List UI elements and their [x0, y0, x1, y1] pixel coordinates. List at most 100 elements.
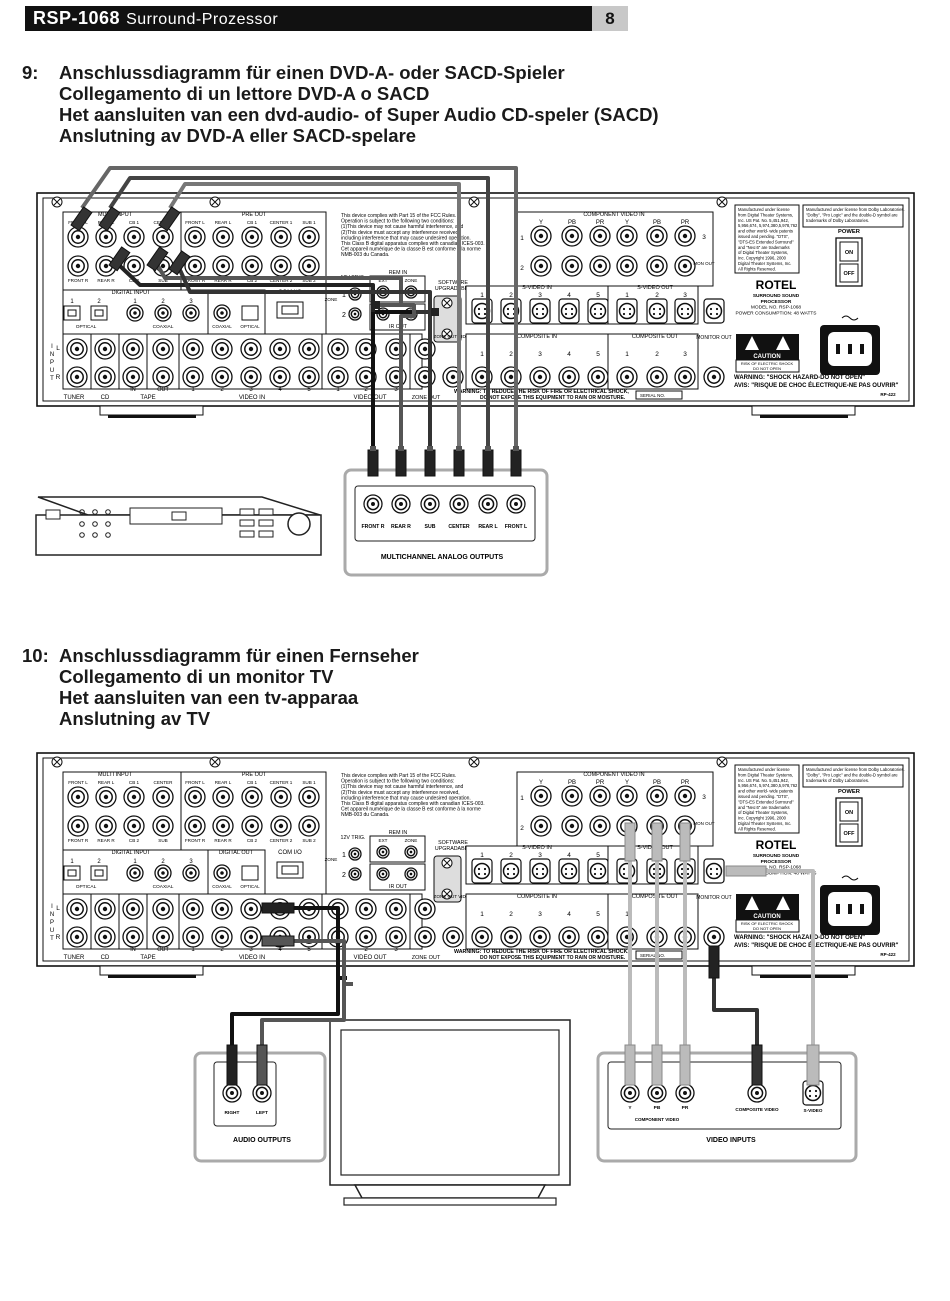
rca-jack-pin	[306, 374, 312, 380]
panel-label: 4	[567, 292, 571, 299]
panel-label: CENTER 2	[270, 278, 293, 283]
panel-label: 1	[336, 387, 340, 393]
monitor-out-label: MONITOR OUT	[696, 335, 731, 341]
fcc-text: Cet appareil numérique de la classe B es…	[341, 807, 481, 813]
software-label: SOFTWARE	[438, 280, 468, 286]
foot-right-shadow	[760, 975, 848, 978]
screw-cross	[443, 890, 451, 898]
fcc-text: Operation is subject to the following tw…	[341, 779, 454, 785]
svideo-pin	[506, 867, 510, 871]
rca-plug	[431, 308, 439, 316]
screw-cross	[718, 758, 726, 766]
dts-license-text: 5,956,674, 5,974,380,5,978,762	[738, 783, 798, 788]
svideo-pin	[628, 307, 632, 311]
rca-jack-pin	[393, 934, 399, 940]
dts-license-text: Manufactured under license	[738, 767, 790, 772]
rca-jack-pin	[538, 263, 544, 269]
panel-label: R	[56, 934, 61, 941]
rca-jack-pin	[130, 374, 136, 380]
serial-box	[635, 390, 683, 400]
dts-license-box	[734, 764, 800, 834]
dolby-license-box	[802, 204, 904, 228]
rca-jack-pin	[190, 374, 196, 380]
svideo-jack-ring	[502, 862, 520, 880]
rca-jack-pin	[75, 794, 81, 800]
dts-license-text: Inc. Copyright 1996, 2000	[738, 256, 787, 261]
svideo-pin	[593, 312, 597, 316]
rca-jack-pin	[624, 374, 630, 380]
foot-left-shadow	[108, 975, 196, 978]
panel-label: 3	[249, 947, 253, 953]
rca-jack-pin	[683, 1091, 687, 1095]
rca-jack-pin	[260, 1091, 264, 1095]
rca-plug	[679, 1044, 691, 1086]
tape-label: TAPE	[140, 955, 155, 961]
panel-label: Y	[628, 1105, 632, 1111]
panel-label: FRONT L	[185, 220, 205, 225]
dts-license-text: and "Neo:6" are trademarks	[738, 245, 790, 250]
power-off-half	[839, 823, 859, 843]
svideo-pin	[715, 872, 719, 876]
rca-jack-pin	[682, 374, 688, 380]
dvd-sacd-player	[35, 496, 322, 556]
power-off-half	[839, 263, 859, 283]
optical-label: OPTICAL	[76, 324, 97, 330]
svideo-pin	[599, 867, 603, 871]
rca-jack-pin	[277, 374, 283, 380]
rca-jack-pin	[103, 823, 109, 829]
panel-label: COAXIAL	[212, 884, 232, 889]
pre-out-label: PRE OUT	[242, 772, 267, 778]
rca-jack-pin	[363, 906, 369, 912]
panel-label: SUB 2	[302, 278, 316, 283]
rca-jack-pin	[278, 263, 284, 269]
model-text: PROCESSOR	[761, 299, 792, 305]
svideo-pin	[709, 312, 713, 316]
composite-out-label: COMPOSITE OUT	[632, 334, 679, 340]
rca-jack-pin	[381, 850, 385, 854]
screw-cross	[53, 758, 61, 766]
trig-1: 1	[342, 292, 346, 299]
panel-label: 2	[97, 859, 101, 865]
fcc-text: including interference that may cause un…	[341, 795, 471, 801]
svideo-pin	[564, 872, 568, 876]
rca-jack-pin	[624, 793, 630, 799]
rca-jack-pin	[131, 823, 137, 829]
panel-label: S-VIDEO	[804, 1108, 823, 1113]
rca-jack-pin	[353, 312, 357, 316]
caution-text-box	[735, 919, 800, 933]
rca-jack-pin	[595, 374, 601, 380]
audio-jack-label: RIGHT	[225, 1110, 240, 1116]
panel-label: PR	[596, 780, 605, 786]
input-vertical-letter: P	[50, 360, 54, 366]
input-vertical-letter: N	[50, 912, 54, 918]
svideo-pin	[541, 307, 545, 311]
dts-license-text: Inc. US Pat. No. 5,451,942,	[738, 218, 789, 223]
panel-label: 4	[567, 852, 571, 859]
fcc-text: (1)This device may not cause harmful int…	[341, 224, 463, 230]
rca-jack-pin	[278, 234, 284, 240]
dolby-license-text: trademarks of Dolby Laboratories.	[806, 778, 869, 783]
rca-jack-pin	[353, 872, 357, 876]
panel-label: REAR R	[97, 838, 115, 843]
svideo-pin	[709, 872, 713, 876]
fcc-text: Operation is subject to the following tw…	[341, 219, 454, 225]
panel-label: 3	[394, 387, 398, 393]
panel-label: 1	[625, 292, 629, 299]
rca-jack-pin	[597, 263, 603, 269]
rca-jack-pin	[249, 234, 255, 240]
warning-french: AVIS: "RISQUE DE CHOC ÉLECTRIQUE-NE PAS …	[734, 941, 899, 949]
dts-license-text: issued and pending. "DTS",	[738, 234, 789, 239]
svideo-pin	[599, 872, 603, 876]
digital-input-label: DIGITAL INPUT	[112, 290, 151, 296]
rotel-logo: ROTEL	[756, 838, 797, 852]
rca-plug	[395, 449, 407, 477]
svideo-pin	[658, 867, 662, 871]
rca-jack-pin	[353, 852, 357, 856]
rca-jack-pin	[130, 346, 136, 352]
panel-label: SUB 1	[302, 780, 316, 785]
rca-jack-pin	[306, 934, 312, 940]
foot-left	[99, 405, 204, 416]
svideo-pin	[680, 307, 684, 311]
panel-label: ON	[845, 810, 853, 816]
rca-jack-pin	[220, 794, 226, 800]
